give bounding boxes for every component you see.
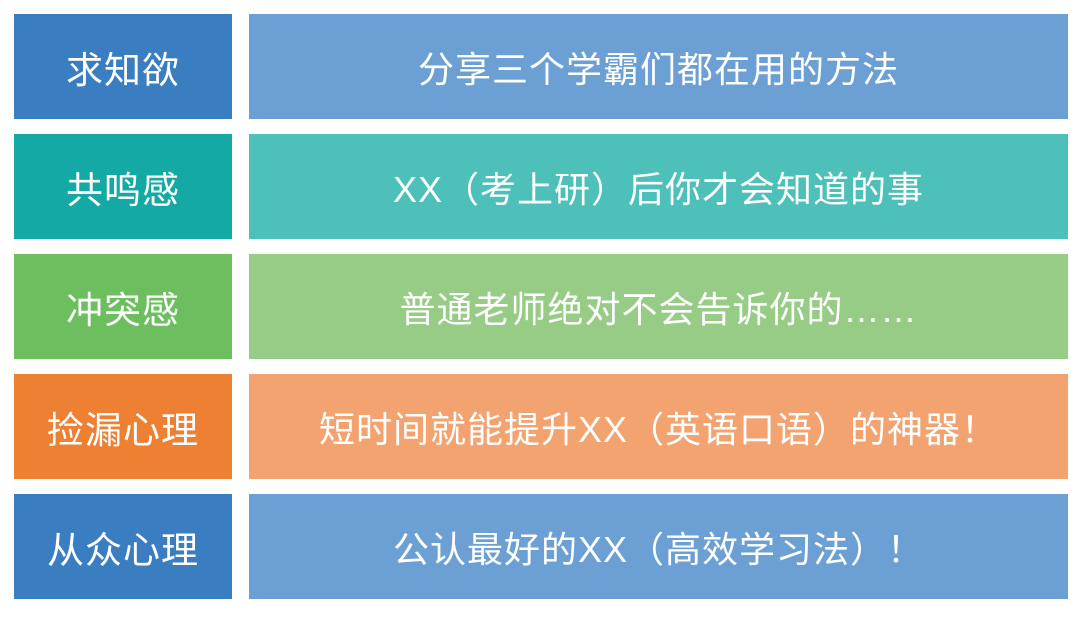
table-row: 共鸣感 XX（考上研）后你才会知道的事: [14, 134, 1068, 239]
table-row: 冲突感 普通老师绝对不会告诉你的……: [14, 254, 1068, 359]
psych-label-cell: 求知欲: [14, 14, 232, 119]
headline-psychology-table: 求知欲 分享三个学霸们都在用的方法 共鸣感 XX（考上研）后你才会知道的事 冲突…: [14, 14, 1068, 599]
table-row: 捡漏心理 短时间就能提升XX（英语口语）的神器！: [14, 374, 1068, 479]
example-title-cell: XX（考上研）后你才会知道的事: [249, 134, 1068, 239]
table-row: 从众心理 公认最好的XX（高效学习法）！: [14, 494, 1068, 599]
example-title-cell: 短时间就能提升XX（英语口语）的神器！: [249, 374, 1068, 479]
psych-label-cell: 共鸣感: [14, 134, 232, 239]
example-title-cell: 分享三个学霸们都在用的方法: [249, 14, 1068, 119]
example-title-cell: 公认最好的XX（高效学习法）！: [249, 494, 1068, 599]
table-row: 求知欲 分享三个学霸们都在用的方法: [14, 14, 1068, 119]
psych-label-cell: 从众心理: [14, 494, 232, 599]
example-title-cell: 普通老师绝对不会告诉你的……: [249, 254, 1068, 359]
psych-label-cell: 冲突感: [14, 254, 232, 359]
psych-label-cell: 捡漏心理: [14, 374, 232, 479]
